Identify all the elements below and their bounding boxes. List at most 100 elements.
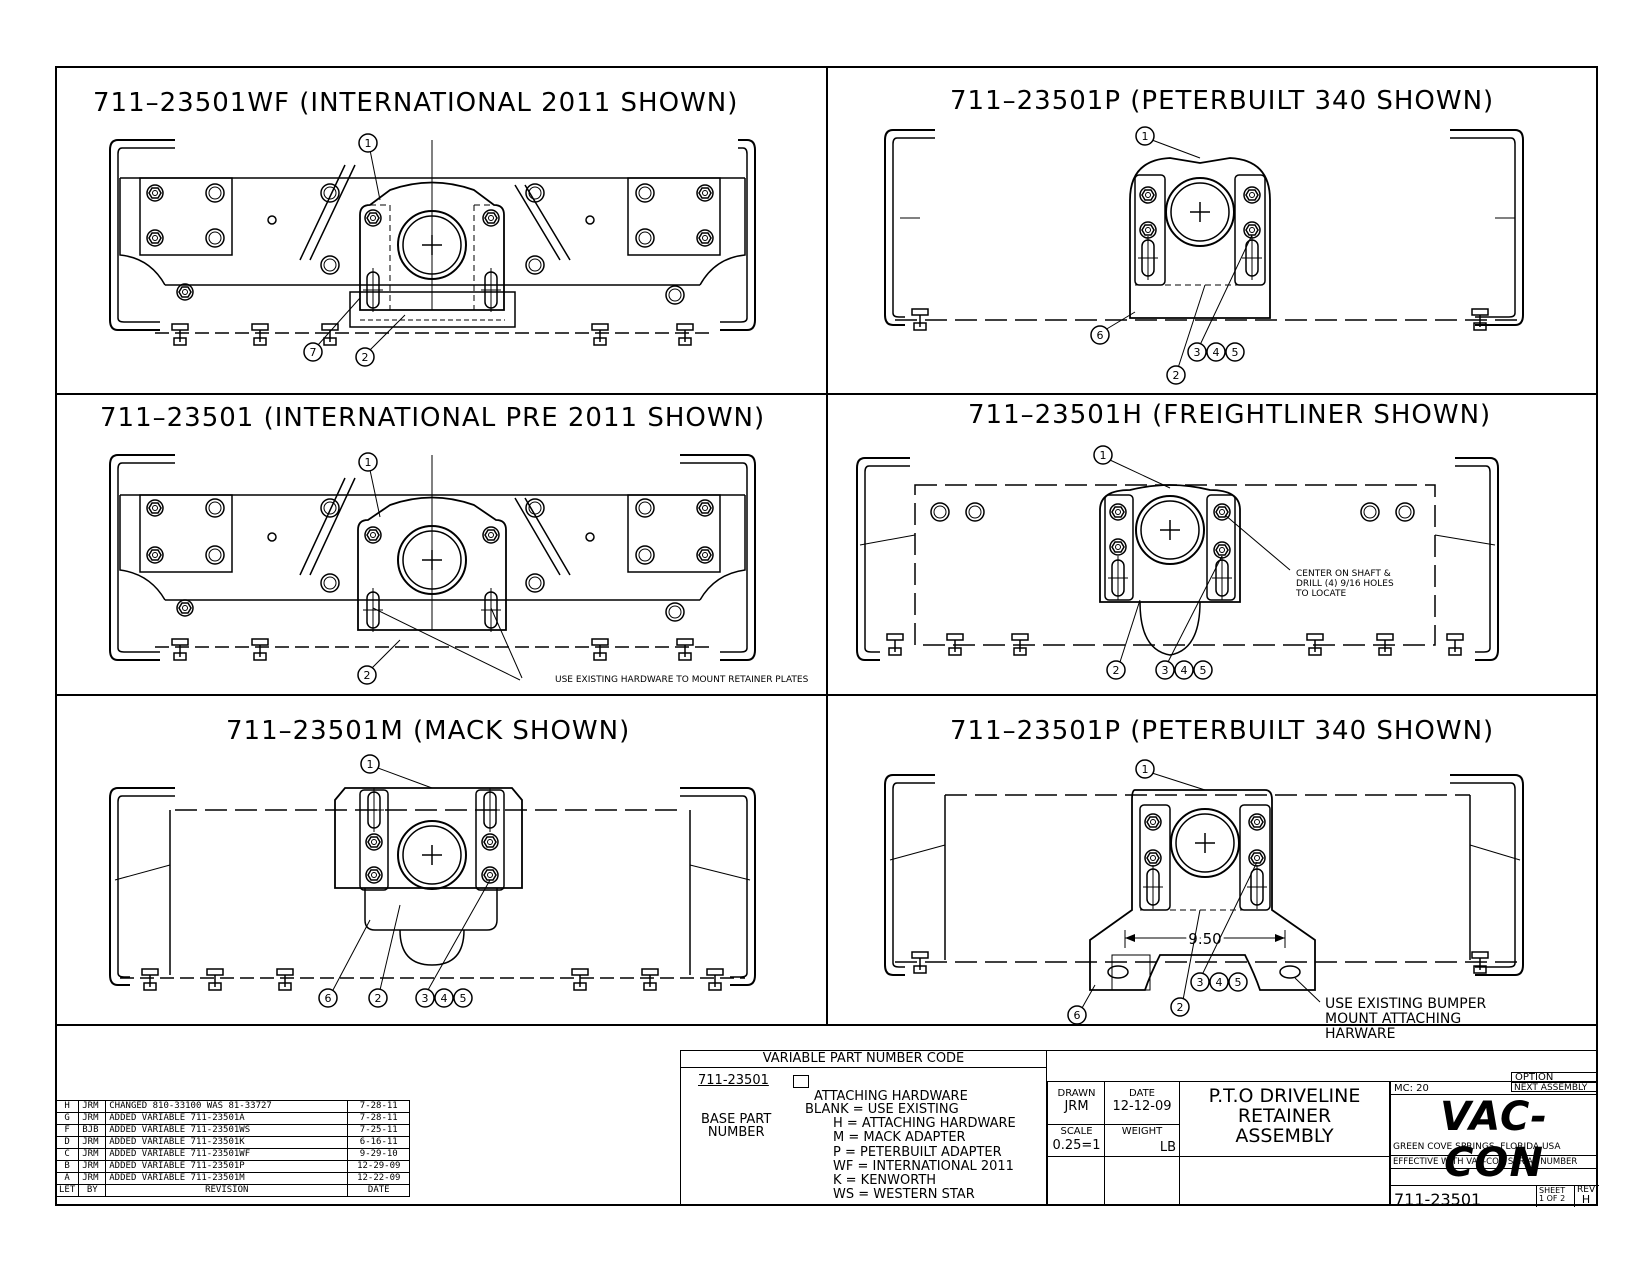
svg-text:4: 4 bbox=[441, 992, 448, 1005]
panel-4-title: 711–23501H (FREIGHTLINER SHOWN) bbox=[968, 400, 1492, 430]
variable-code-line: BLANK = USE EXISTING bbox=[805, 1102, 959, 1117]
svg-text:2: 2 bbox=[364, 669, 371, 682]
revision-desc: ADDED VARIABLE 711-23501A bbox=[105, 1112, 349, 1125]
revision-let: H bbox=[54, 1100, 80, 1113]
svg-text:4: 4 bbox=[1181, 664, 1188, 677]
revision-header-by: BY bbox=[78, 1184, 107, 1197]
variable-code-line: K = KENWORTH bbox=[833, 1173, 937, 1189]
panel-5-drawing: 1 6 2 3 4 5 bbox=[109, 754, 756, 1008]
revision-let: F bbox=[54, 1124, 80, 1137]
revision-date: 6-16-11 bbox=[347, 1136, 411, 1149]
panel-6-drawing: 9.50 9.50 1 6 2 3 4 5 USE EXISTING BUMPE… bbox=[884, 759, 1524, 1042]
svg-text:3: 3 bbox=[1197, 976, 1204, 989]
svg-text:3: 3 bbox=[1194, 346, 1201, 359]
revision-by: JRM bbox=[78, 1136, 107, 1149]
panel-2-drawing: 1 6 2 3 4 5 bbox=[884, 126, 1524, 385]
revision-desc: ADDED VARIABLE 711-23501K bbox=[105, 1136, 349, 1149]
revision-desc: CHANGED 810-33100 WAS 81-33727 bbox=[105, 1100, 349, 1113]
svg-text:2: 2 bbox=[1173, 369, 1180, 382]
revision-let: C bbox=[54, 1148, 80, 1161]
revision-desc: ADDED VARIABLE 711-23501WS bbox=[105, 1124, 349, 1137]
panel-5-title: 711–23501M (MACK SHOWN) bbox=[226, 716, 631, 746]
drawing-part-number: 711-23501 bbox=[1394, 1190, 1482, 1209]
svg-text:6: 6 bbox=[1097, 329, 1104, 342]
revision-date: 9-29-10 bbox=[347, 1148, 411, 1161]
revision-let: G bbox=[54, 1112, 80, 1125]
svg-text:3: 3 bbox=[422, 992, 429, 1005]
revision-let: B bbox=[54, 1160, 80, 1173]
panel-4-drawing: 1 CENTER ON SHAFT & DRILL (4) 9/16 HOLES… bbox=[856, 445, 1499, 680]
panel-6-title: 711–23501P (PETERBUILT 340 SHOWN) bbox=[950, 716, 1495, 746]
svg-text:2: 2 bbox=[362, 351, 369, 364]
revision-desc: ADDED VARIABLE 711-23501WF bbox=[105, 1148, 349, 1161]
svg-text:2: 2 bbox=[1113, 664, 1120, 677]
svg-text:HARWARE: HARWARE bbox=[1325, 1026, 1396, 1042]
variable-code-header: VARIABLE PART NUMBER CODE bbox=[681, 1051, 1046, 1068]
revision-date: 12-22-09 bbox=[347, 1172, 411, 1185]
svg-text:1: 1 bbox=[1142, 763, 1149, 776]
revision-by: JRM bbox=[78, 1172, 107, 1185]
revision-header-desc: REVISION bbox=[105, 1184, 349, 1197]
svg-text:3: 3 bbox=[1162, 664, 1169, 677]
panel-3-drawing: 1 2 USE EXISTING HARDWARE TO MOUNT RETAI… bbox=[109, 452, 809, 685]
svg-text:1: 1 bbox=[367, 758, 374, 771]
revision-date: 7-28-11 bbox=[347, 1100, 411, 1113]
revision-by: JRM bbox=[78, 1148, 107, 1161]
callout-1: 1 bbox=[365, 137, 372, 150]
svg-text:1: 1 bbox=[1100, 449, 1107, 462]
svg-text:2: 2 bbox=[1177, 1001, 1184, 1014]
revision-date: 7-28-11 bbox=[347, 1112, 411, 1125]
panel-1-title: 711–23501WF (INTERNATIONAL 2011 SHOWN) bbox=[93, 88, 739, 118]
note-existing-hardware: USE EXISTING HARDWARE TO MOUNT RETAINER … bbox=[555, 675, 809, 685]
revision-by: BJB bbox=[78, 1124, 107, 1137]
variable-code-box bbox=[793, 1075, 809, 1088]
svg-text:6: 6 bbox=[1074, 1009, 1081, 1022]
svg-text:USE EXISTING BUMPER: USE EXISTING BUMPER bbox=[1325, 996, 1487, 1012]
svg-text:9.50: 9.50 bbox=[1188, 930, 1221, 948]
revision-let: D bbox=[54, 1136, 80, 1149]
title-block-top bbox=[1047, 1050, 1598, 1082]
revision-desc: ADDED VARIABLE 711-23501M bbox=[105, 1172, 349, 1185]
revision-by: JRM bbox=[78, 1160, 107, 1173]
revision-date: 12-29-09 bbox=[347, 1160, 411, 1173]
panel-1-drawing: 1 7 2 bbox=[109, 133, 756, 367]
svg-text:7: 7 bbox=[310, 346, 317, 359]
svg-text:MOUNT ATTACHING: MOUNT ATTACHING bbox=[1325, 1011, 1461, 1027]
revision-desc: ADDED VARIABLE 711-23501P bbox=[105, 1160, 349, 1173]
revision-by: JRM bbox=[78, 1100, 107, 1113]
revision-header-date: DATE bbox=[347, 1184, 411, 1197]
svg-text:2: 2 bbox=[375, 992, 382, 1005]
variable-code-line: M = MACK ADAPTER bbox=[833, 1130, 966, 1146]
svg-text:4: 4 bbox=[1213, 346, 1220, 359]
title-block-drawn: DRAWN JRM SCALE 0.25=1 bbox=[1047, 1081, 1105, 1206]
title-block-date: DATE 12-12-09 WEIGHT LB bbox=[1104, 1081, 1180, 1206]
svg-text:DRILL (4) 9/16 HOLES: DRILL (4) 9/16 HOLES bbox=[1296, 579, 1394, 589]
revision-date: 7-25-11 bbox=[347, 1124, 411, 1137]
variable-code-line: WF = INTERNATIONAL 2011 bbox=[833, 1158, 1014, 1174]
variable-code-line: H = ATTACHING HARDWARE bbox=[833, 1116, 1016, 1132]
svg-text:1: 1 bbox=[1142, 130, 1149, 143]
panel-3-title: 711–23501 (INTERNATIONAL PRE 2011 SHOWN) bbox=[100, 403, 766, 433]
svg-text:5: 5 bbox=[1200, 664, 1207, 677]
revision-let: A bbox=[54, 1172, 80, 1185]
variable-code-base: 711-23501 bbox=[698, 1073, 769, 1088]
variable-code-line: P = PETERBUILT ADAPTER bbox=[833, 1144, 1002, 1160]
panel-2-title: 711–23501P (PETERBUILT 340 SHOWN) bbox=[950, 86, 1495, 116]
svg-text:9.50: 9.50 bbox=[1188, 930, 1221, 948]
revision-by: JRM bbox=[78, 1112, 107, 1125]
svg-text:5: 5 bbox=[1232, 346, 1239, 359]
variable-code-line: WS = WESTERN STAR bbox=[833, 1187, 975, 1203]
company-logo: VAC-CON bbox=[1440, 1094, 1548, 1186]
svg-text:1: 1 bbox=[365, 456, 372, 469]
